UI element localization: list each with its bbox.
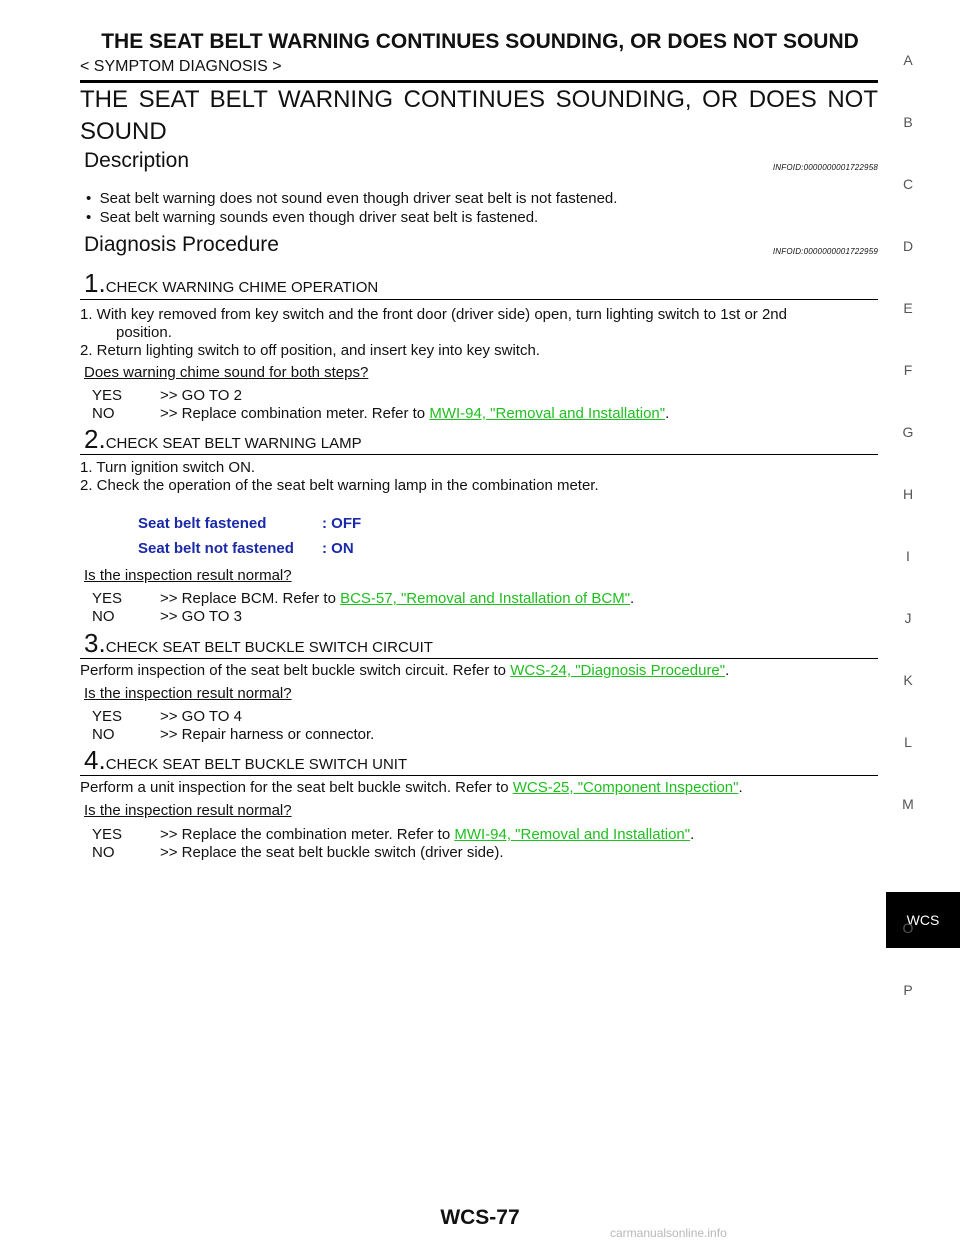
description-bullet-2: • Seat belt warning sounds even though d…	[86, 209, 539, 226]
yes-label: YES	[92, 590, 123, 607]
wcs-24-link[interactable]: WCS-24, "Diagnosis Procedure"	[510, 662, 726, 679]
step-3-body: Perform inspection of the seat belt buck…	[80, 662, 729, 679]
step-number: 2.	[84, 424, 106, 454]
punctuation: .	[738, 779, 743, 796]
description-heading: Description	[84, 149, 190, 172]
no-label: NO	[92, 405, 115, 422]
step-2-question: Is the inspection result normal?	[84, 567, 292, 584]
bullet-text: Seat belt warning does not sound even th…	[99, 190, 618, 207]
step-1-instruction-1: 1. With key removed from key switch and …	[80, 306, 787, 323]
spec-fastened-value: : OFF	[322, 515, 362, 532]
side-index-b[interactable]: B	[903, 114, 913, 130]
side-index-i[interactable]: I	[906, 548, 910, 564]
no-text: >> Replace the seat belt buckle switch (…	[160, 844, 504, 861]
no-label: NO	[92, 844, 115, 861]
side-index-g[interactable]: G	[902, 424, 914, 440]
yes-text: >> Replace BCM. Refer to	[160, 590, 336, 607]
step-2-heading: 2.CHECK SEAT BELT WARNING LAMP	[84, 424, 362, 455]
side-index-wcs-active-tab[interactable]: WCS	[886, 892, 960, 948]
step-number: 1.	[84, 268, 106, 298]
bcs-57-link[interactable]: BCS-57, "Removal and Installation of BCM…	[340, 590, 631, 607]
step-2-instruction-2: 2. Check the operation of the seat belt …	[80, 477, 599, 494]
side-index-k[interactable]: K	[903, 672, 913, 688]
bullet-text: Seat belt warning sounds even though dri…	[99, 209, 539, 226]
side-index-e[interactable]: E	[903, 300, 913, 316]
step-1-no: NO >> Replace combination meter. Refer to…	[92, 405, 669, 422]
step-3-divider	[80, 658, 878, 659]
yes-text: >> Replace the combination meter. Refer …	[160, 826, 451, 843]
watermark: carmanualsonline.info	[610, 1226, 727, 1240]
yes-text: >> GO TO 4	[160, 708, 242, 725]
page-title: THE SEAT BELT WARNING CONTINUES SOUNDING…	[80, 86, 878, 145]
step-3-question: Is the inspection result normal?	[84, 685, 292, 702]
no-label: NO	[92, 726, 115, 743]
procedure-heading: Diagnosis Procedure	[84, 233, 279, 256]
yes-text: >> GO TO 2	[160, 387, 242, 404]
step-title: CHECK SEAT BELT WARNING LAMP	[105, 435, 362, 452]
wcs-25-link[interactable]: WCS-25, "Component Inspection"	[512, 779, 739, 796]
no-text: >> Replace combination meter. Refer to	[160, 405, 426, 422]
step-title: CHECK SEAT BELT BUCKLE SWITCH UNIT	[105, 756, 408, 773]
step-3-yes: YES >> GO TO 4	[92, 708, 242, 725]
side-index-p[interactable]: P	[903, 982, 913, 998]
step-4-question: Is the inspection result normal?	[84, 802, 292, 819]
yes-label: YES	[92, 826, 123, 843]
step-2-instruction-1: 1. Turn ignition switch ON.	[80, 459, 256, 476]
procedure-infoid: INFOID:0000000001722959	[772, 247, 878, 256]
side-index-l[interactable]: L	[904, 734, 912, 750]
mwi-94-link[interactable]: MWI-94, "Removal and Installation"	[429, 405, 666, 422]
side-index-a[interactable]: A	[903, 52, 913, 68]
punctuation: .	[725, 662, 730, 679]
step-4-divider	[80, 775, 878, 776]
page-number: WCS-77	[440, 1206, 520, 1229]
no-text: >> Repair harness or connector.	[160, 726, 375, 743]
no-text: >> GO TO 3	[160, 608, 242, 625]
spec-fastened-label: Seat belt fastened	[138, 515, 267, 532]
step-1-heading: 1.CHECK WARNING CHIME OPERATION	[84, 268, 378, 299]
side-index-o[interactable]: O	[902, 920, 914, 936]
description-infoid: INFOID:0000000001722958	[772, 163, 878, 172]
header-divider	[80, 80, 878, 83]
side-index-d[interactable]: D	[902, 238, 914, 254]
side-index-f[interactable]: F	[903, 362, 913, 378]
step-4-yes: YES >> Replace the combination meter. Ref…	[92, 826, 694, 843]
step-2-divider	[80, 454, 878, 455]
punctuation: .	[630, 590, 635, 607]
step-title: CHECK WARNING CHIME OPERATION	[105, 279, 379, 296]
step-2-no: NO >> GO TO 3	[92, 608, 242, 625]
step-3-no: NO >> Repair harness or connector.	[92, 726, 374, 743]
step-1-question: Does warning chime sound for both steps?	[84, 364, 369, 381]
body-text: Perform a unit inspection for the seat b…	[80, 779, 509, 796]
step-1-divider	[80, 299, 878, 300]
step-3-heading: 3.CHECK SEAT BELT BUCKLE SWITCH CIRCUIT	[84, 628, 433, 659]
body-text: Perform inspection of the seat belt buck…	[80, 662, 507, 679]
spec-not-fastened-label: Seat belt not fastened	[138, 540, 294, 557]
side-index-m[interactable]: M	[902, 796, 914, 812]
step-title: CHECK SEAT BELT BUCKLE SWITCH CIRCUIT	[105, 639, 433, 656]
step-1-yes: YES >> GO TO 2	[92, 387, 242, 404]
no-label: NO	[92, 608, 115, 625]
yes-label: YES	[92, 387, 123, 404]
step-1-instruction-1-cont: position.	[116, 324, 172, 341]
step-1-instruction-2: 2. Return lighting switch to off positio…	[80, 342, 540, 359]
side-index-h[interactable]: H	[902, 486, 914, 502]
side-index-c[interactable]: C	[902, 176, 914, 192]
step-number: 3.	[84, 628, 106, 658]
step-4-heading: 4.CHECK SEAT BELT BUCKLE SWITCH UNIT	[84, 745, 407, 776]
step-number: 4.	[84, 745, 106, 775]
mwi-94-link-2[interactable]: MWI-94, "Removal and Installation"	[454, 826, 691, 843]
punctuation: .	[690, 826, 695, 843]
running-header-section: < SYMPTOM DIAGNOSIS >	[80, 58, 282, 75]
description-bullet-1: • Seat belt warning does not sound even …	[86, 190, 618, 207]
step-4-body: Perform a unit inspection for the seat b…	[80, 779, 743, 796]
punctuation: .	[665, 405, 670, 422]
step-2-yes: YES >> Replace BCM. Refer to BCS-57, "Rem…	[92, 590, 634, 607]
side-index-j[interactable]: J	[904, 610, 912, 626]
running-header-title: THE SEAT BELT WARNING CONTINUES SOUNDING…	[101, 30, 859, 53]
spec-not-fastened-value: : ON	[322, 540, 354, 557]
step-4-no: NO >> Replace the seat belt buckle switch…	[92, 844, 504, 861]
yes-label: YES	[92, 708, 123, 725]
